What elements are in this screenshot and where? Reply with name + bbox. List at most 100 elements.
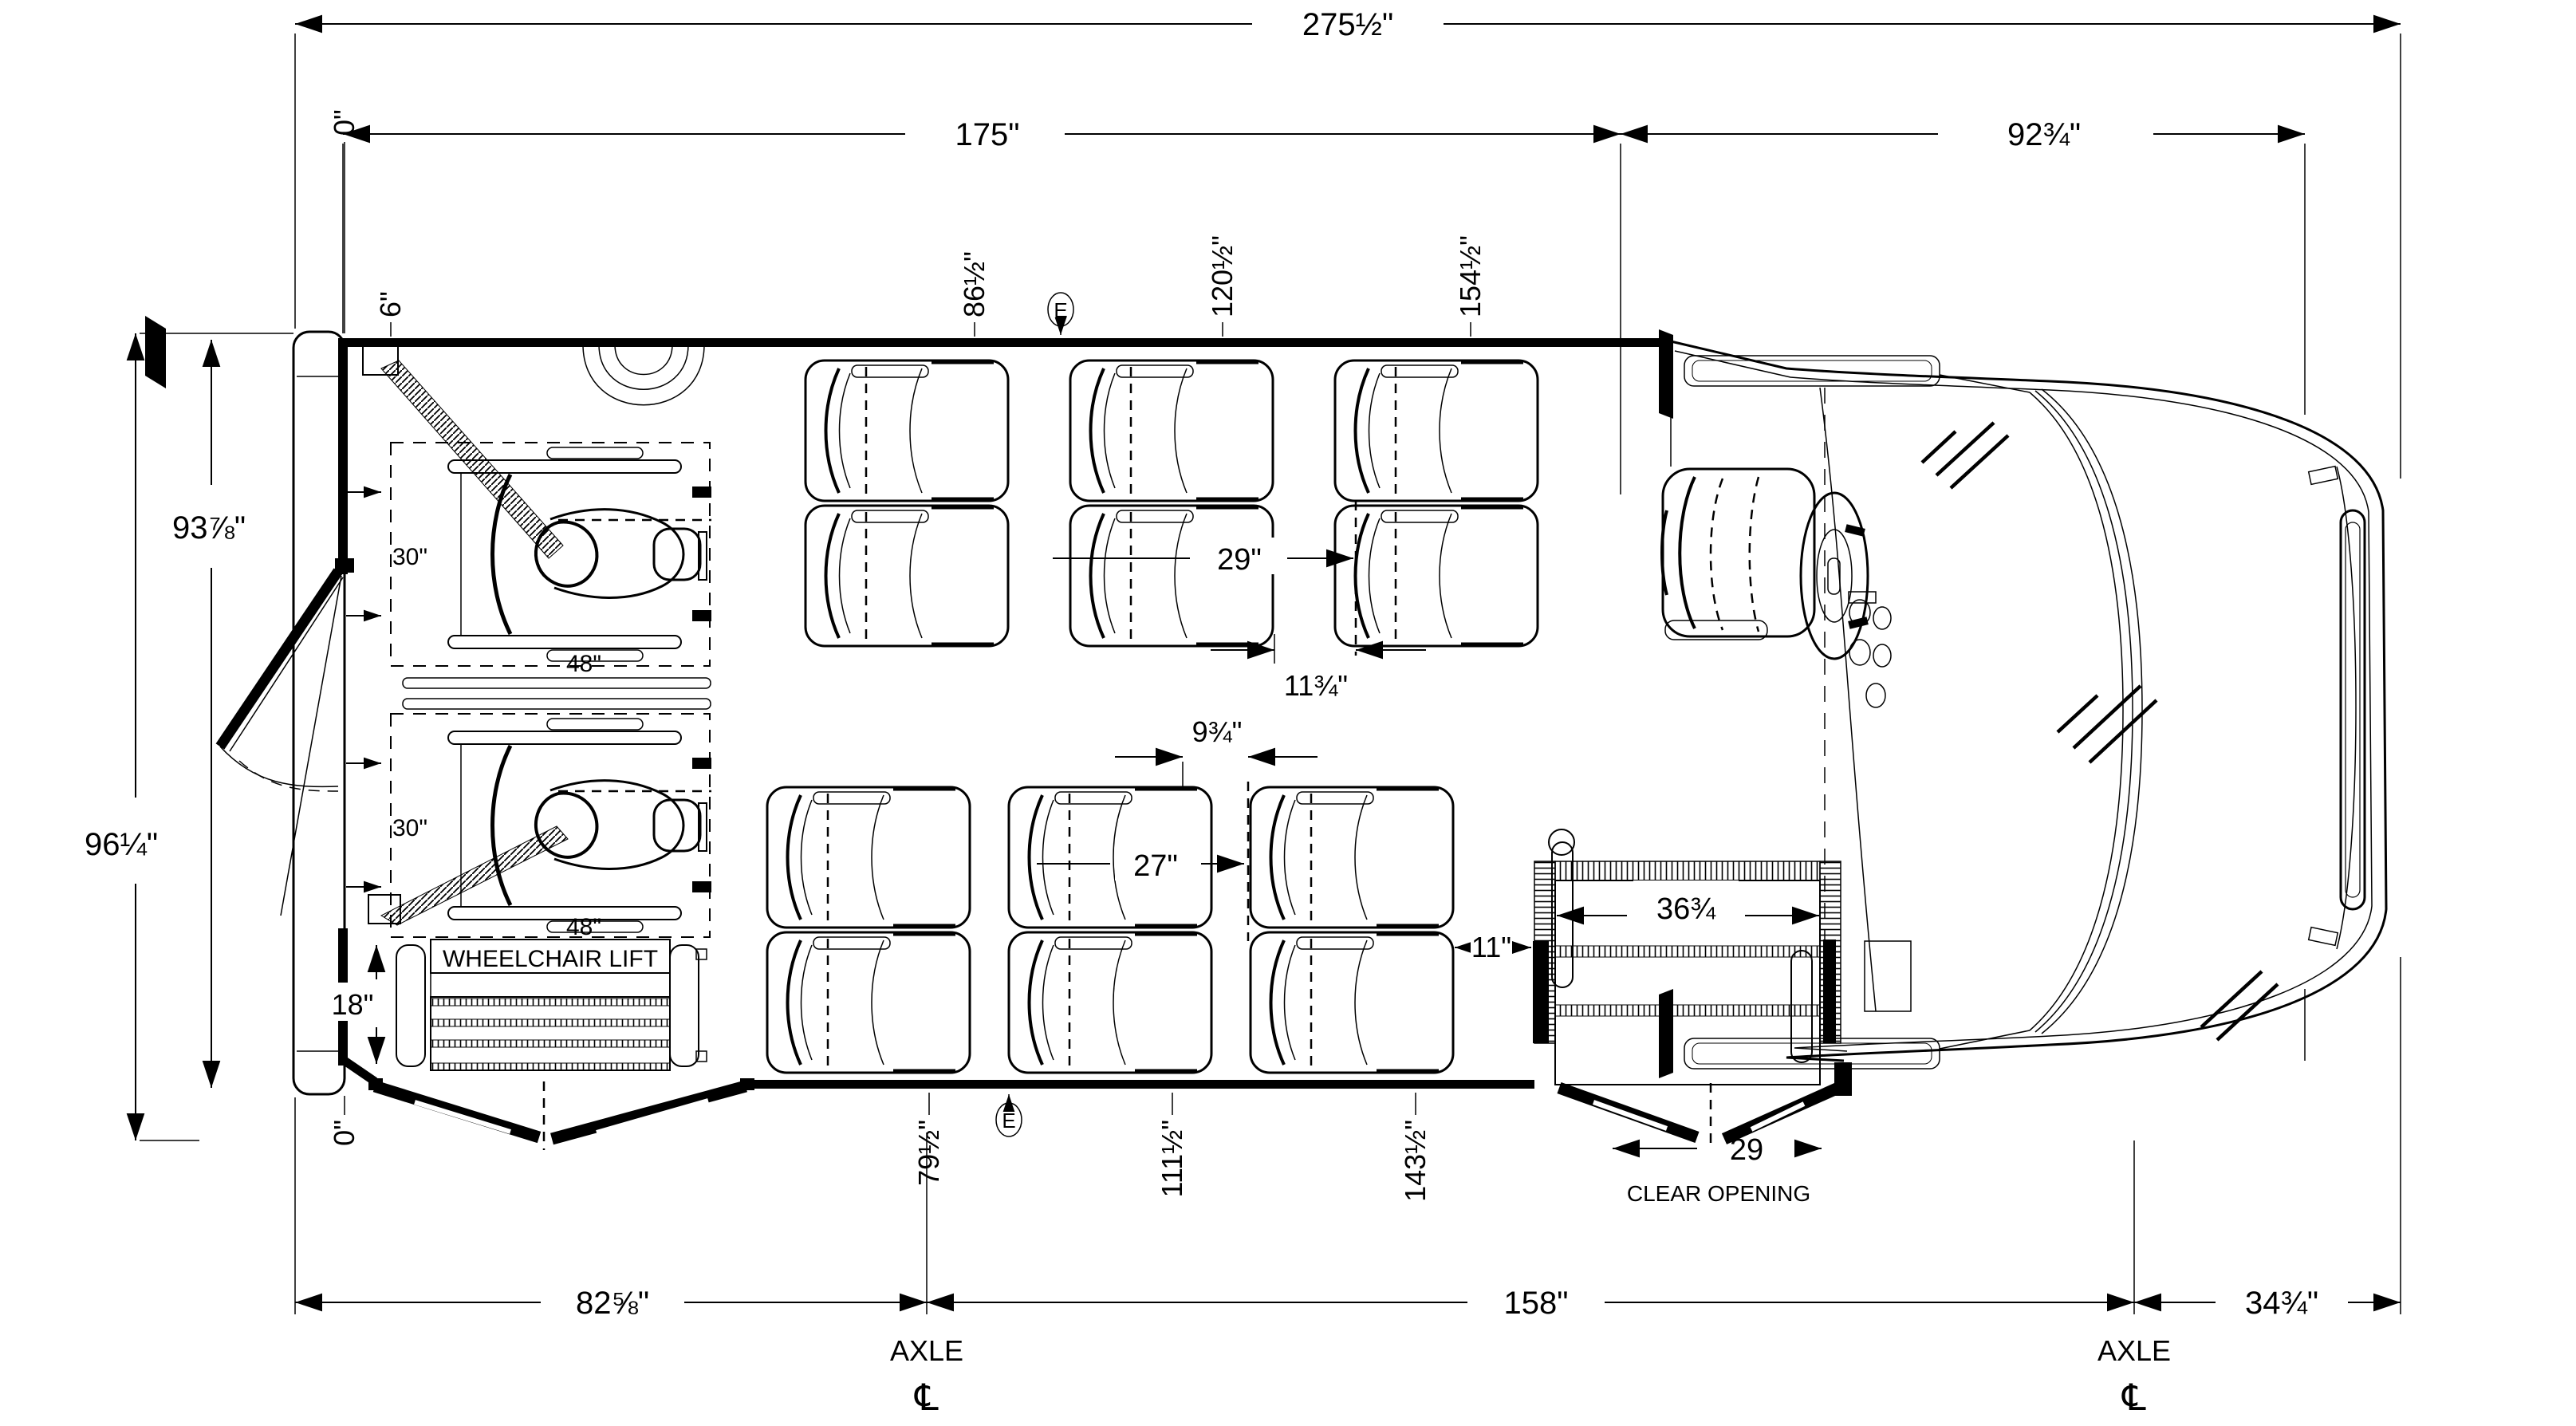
instrument-cluster-icon [1848,591,1912,1012]
glass-marks-icon [1920,421,2279,1042]
wc1-length-label: 48" [566,651,601,677]
dim-wheelbase-label: 158" [1504,1286,1569,1321]
grille-icon [2339,509,2366,911]
station-120: 120½" [1206,235,1239,317]
floor-tracks [402,677,711,710]
dim-interior-width-label: 93⅞" [172,510,246,546]
wheelchair-lift-label: WHEELCHAIR LIFT [443,946,658,972]
dimensions: 275½" 175" 92¾" 0" 6" 86½" 120½" 154½" [85,7,2401,1419]
mirror-icon [1659,329,1673,419]
dim-front-overhang: 34¾" [2134,1286,2401,1321]
seat [1335,360,1538,501]
extension-lines [294,33,2401,1314]
dim-body-length-label: 175" [955,117,1020,152]
belt-anchor-icon [362,344,399,376]
shoulder-belt-icon [380,360,564,559]
station-labels-bottom: 0" 79½" 111½" 143½" [328,1093,1432,1202]
dim-body-length: 175" [343,117,1621,152]
exit-marker-bottom-label: E [1002,1109,1015,1133]
seat [767,787,970,928]
seat [1335,506,1538,646]
dim-seat-step-gap: 11" [1455,925,1531,963]
roof-vent-icon [582,344,705,406]
dim-step-width: 36¾ [1557,880,1819,930]
axle-centerline-right: AXLE ℄ [2097,1334,2171,1419]
station-143: 143½" [1399,1120,1432,1202]
seat [805,506,1008,646]
axle-left-cl-symbol: ℄ [914,1376,939,1419]
rear-door-open [145,316,344,916]
dim-front-overhang-label: 34¾" [2245,1286,2318,1321]
mirror-icon [1659,989,1673,1078]
wheelchair-position-2 [346,714,711,937]
seat [1251,787,1453,928]
seat [1070,360,1273,501]
dim-front-length: 92¾" [1621,117,2305,152]
dim-step-width-label: 36¾ [1656,892,1716,926]
seat [1009,932,1211,1073]
dim-lower-pitch: 27" [1037,842,1244,883]
dim-interior-width: 93⅞" [172,340,246,1088]
dim-overall-width: 96¼" [85,333,158,1140]
dim-lower-pitch-label: 27" [1133,849,1178,883]
lift-doors-open [368,1078,754,1150]
seat [805,360,1008,501]
seat [1251,932,1453,1073]
wc1-width-label: 30" [392,544,427,570]
exit-marker-top: E [1047,292,1074,335]
wc2-width-label: 30" [392,815,427,841]
grab-rail-icon [1548,829,1575,856]
rear-door-panel-icon [145,316,166,388]
grab-rail-icon [1790,950,1813,1063]
dim-front-length-label: 92¾" [2007,117,2081,152]
station-labels-top: 0" 6" 86½" 120½" 154½" [328,109,1487,337]
vehicle: WHEELCHAIR LIFT [145,316,2388,1150]
station-79: 79½" [912,1120,945,1186]
station-zero-bottom: 0" [328,1120,360,1146]
station-6: 6" [374,291,407,317]
wc2-length-label: 48" [566,914,601,940]
entry-step-well [1533,829,1852,1096]
dim-rear-overhang-label: 82⅝" [576,1286,649,1321]
seat [767,932,970,1073]
dim-rear-overhang: 82⅝" [295,1286,927,1321]
windshield [2029,388,2143,1034]
axle-right-label: AXLE [2097,1334,2171,1367]
dim-door-clear-label: CLEAR OPENING [1627,1181,1810,1206]
station-zero-top: 0" [328,109,360,136]
dim-seat-back-offset: 11¾" [1211,634,1426,702]
passenger-seats [767,360,1538,1073]
dim-seat-pitch-label: 29" [1217,543,1262,577]
wheelchair-position-1 [346,344,711,666]
driver-seat [1660,467,1816,640]
hood-line [2336,466,2357,950]
axle-right-cl-symbol: ℄ [2121,1376,2146,1419]
dim-door-clear-opening: 29 CLEAR OPENING [1613,1133,1822,1206]
station-154: 154½" [1454,235,1487,317]
axle-centerline-left: AXLE ℄ [890,1334,963,1419]
dim-seat-back-offset-label: 11¾" [1284,669,1348,702]
entry-doors-open [1557,1081,1841,1148]
dim-seat-step-gap-label: 11" [1471,931,1511,963]
dim-door-clear-value: 29 [1730,1133,1763,1167]
station-111: 111½" [1156,1120,1188,1198]
axle-left-label: AXLE [890,1334,963,1367]
dim-lower-gap: 9¾" [1115,713,1318,941]
dim-wheelbase: 158" [927,1286,2134,1321]
steering-wheel-icon [1799,491,1869,660]
dim-overall-width-label: 96¼" [85,827,158,862]
shoulder-belt-icon [380,825,569,926]
station-86: 86½" [958,251,991,317]
dim-seat-pitch: 29" [1053,501,1357,656]
dim-overall-length: 275½" [295,7,2401,42]
dim-overall-length-label: 275½" [1302,7,1393,42]
rear-bumper [292,330,346,1096]
dim-lift-depth-label: 18" [332,988,374,1021]
wheelchair-lift: WHEELCHAIR LIFT [396,939,707,1071]
dim-lower-gap-label: 9¾" [1192,715,1243,748]
exit-marker-bottom: E [995,1094,1022,1137]
exit-marker-top-label: E [1054,298,1067,322]
cab-front-end [1620,329,2388,1078]
